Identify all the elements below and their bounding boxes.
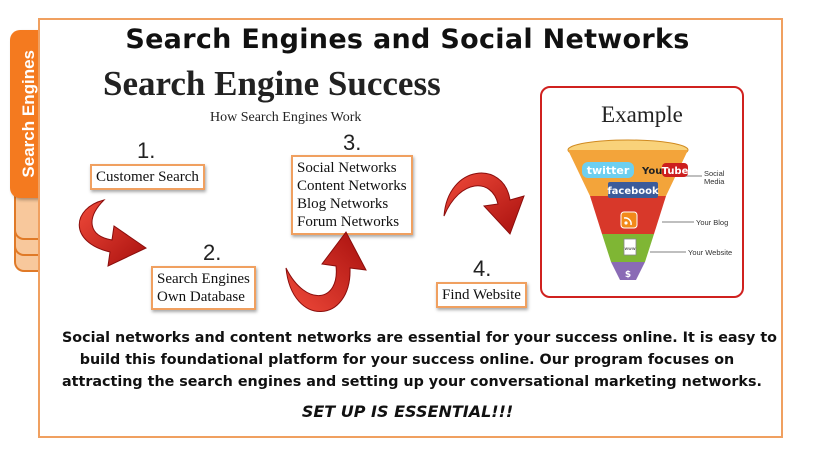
step-1-number: 1. <box>137 138 156 163</box>
curved-arrow-1-icon <box>78 199 147 267</box>
step-3-number: 3. <box>343 130 362 155</box>
step-2-number: 2. <box>203 240 222 265</box>
example-title: Example <box>601 102 683 127</box>
facebook-logo-text: facebook <box>607 186 659 197</box>
body-line-3: attracting the search engines and settin… <box>62 374 762 390</box>
twitter-logo-text: twitter <box>587 164 630 177</box>
example-panel: Example twitter You Tube facebook www $ <box>540 86 744 298</box>
side-tab-label: Search Engines <box>19 50 38 178</box>
step-4-line-1: Find Website <box>442 287 521 303</box>
youtube-tube-text: Tube <box>662 166 689 177</box>
body-paragraph: Social networks and content networks are… <box>62 327 778 393</box>
youtube-you-text: You <box>641 166 662 177</box>
funnel-label-your-website: Your Website <box>688 248 733 257</box>
step-3-line-1: Social Networks <box>297 160 397 176</box>
curved-arrow-2-icon <box>285 231 367 312</box>
body-line-1: Social networks and content networks are… <box>62 330 778 346</box>
step-3-line-3: Blog Networks <box>297 196 389 212</box>
step-3-box: Social Networks Content Networks Blog Ne… <box>291 155 413 235</box>
step-1-box: Customer Search <box>90 164 205 190</box>
step-3-line-4: Forum Networks <box>297 214 400 230</box>
step-4-box: Find Website <box>436 282 527 308</box>
step-4-number: 4. <box>473 256 492 281</box>
step-2-box: Search Engines Own Database <box>151 266 256 310</box>
funnel-label-your-blog: Your Blog <box>696 218 729 227</box>
www-icon-text: www <box>624 247 635 252</box>
funnel-label-social-media: Social Media <box>704 169 725 186</box>
page-title: Search Engines and Social Networks <box>125 24 690 55</box>
dollar-icon-text: $ <box>625 270 631 280</box>
body-line-2: build this foundational platform for you… <box>79 352 735 368</box>
diagram-title: Search Engine Success <box>103 64 441 103</box>
step-3-line-2: Content Networks <box>297 178 407 194</box>
funnel-graphic: twitter You Tube facebook www $ <box>567 139 702 280</box>
diagram-caption: How Search Engines Work <box>210 110 362 125</box>
step-1-line-1: Customer Search <box>96 169 199 185</box>
step-2-line-1: Search Engines <box>157 271 250 287</box>
curved-arrow-3-icon <box>443 172 525 235</box>
step-2-line-2: Own Database <box>157 289 245 305</box>
callout-text: SET UP IS ESSENTIAL!!! <box>301 402 514 421</box>
